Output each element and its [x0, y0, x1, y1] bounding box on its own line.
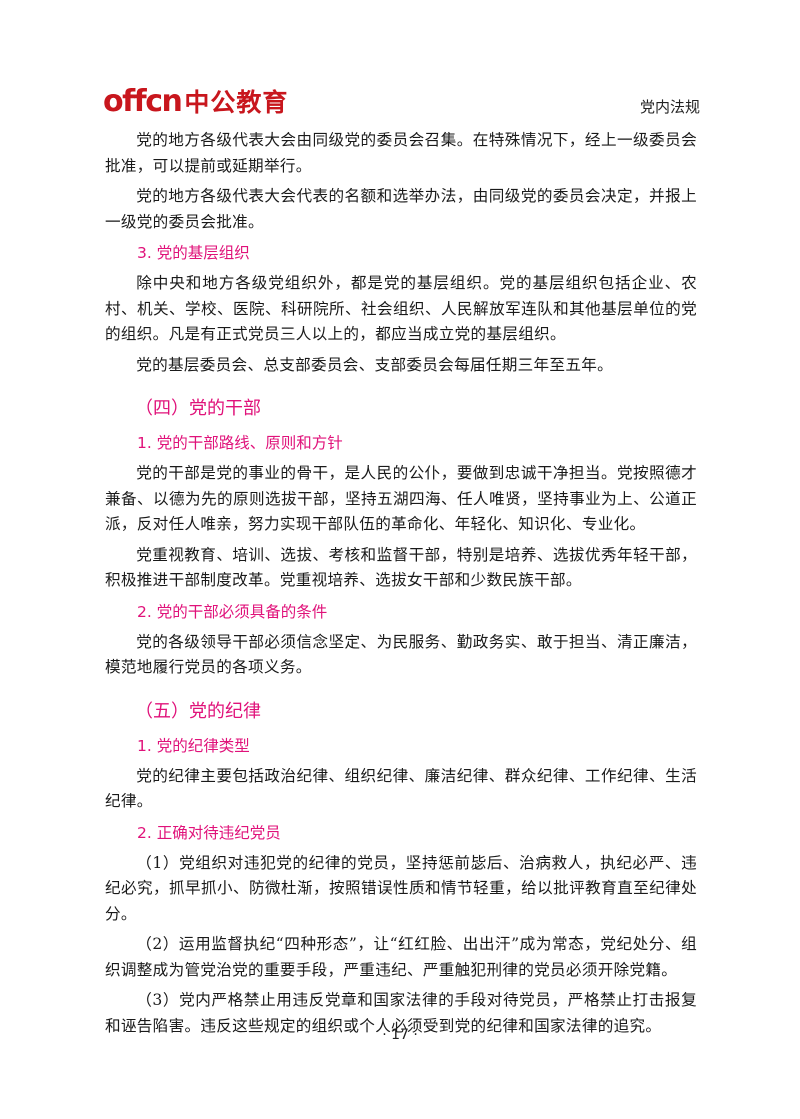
- paragraph: 党的各级领导干部必须信念坚定、为民服务、勤政务实、敢于担当、清正廉洁，模范地履行…: [105, 632, 697, 677]
- logo-chinese-text: 中公教育: [184, 88, 289, 117]
- subheading-violating-members: 2. 正确对待违纪党员: [137, 823, 281, 842]
- section-heading-cadres: （四）党的干部: [135, 398, 261, 419]
- section-title: 党内法规: [639, 98, 700, 116]
- paragraph: 党重视教育、培训、选拔、考核和监督干部，特别是培养、选拔优秀年轻干部，积极推进干…: [105, 545, 697, 590]
- section-heading-discipline: （五）党的纪律: [135, 700, 261, 722]
- paragraph: 党的纪律主要包括政治纪律、组织纪律、廉洁纪律、群众纪律、工作纪律、生活纪律。: [105, 766, 697, 811]
- subheading-cadre-conditions: 2. 党的干部必须具备的条件: [137, 602, 328, 621]
- paragraph: （3）党内严格禁止用违反党章和国家法律的手段对待党员，严格禁止打击报复和诬告陷害…: [105, 991, 697, 1035]
- paragraph: 除中央和地方各级党组织外，都是党的基层组织。党的基层组织包括企业、农村、机关、学…: [105, 274, 697, 343]
- subheading-basic-organization: 3. 党的基层组织: [137, 244, 250, 262]
- page-number: · 17 ·: [382, 1027, 418, 1043]
- subheading-cadre-line: 1. 党的干部路线、原则和方针: [137, 434, 343, 452]
- paragraph: （1）党组织对违犯党的纪律的党员，坚持惩前毖后、治病救人，执纪必严、违纪必究，抓…: [105, 853, 697, 923]
- paragraph: （2）运用监督执纪“四种形态”，让“红红脸、出出汗”成为常态，党纪处分、组织调整…: [105, 935, 697, 979]
- paragraph: 党的基层委员会、总支部委员会、支部委员会每届任期三年至五年。: [136, 355, 614, 374]
- page-content: 党的地方各级代表大会由同级党的委员会召集。在特殊情况下，经上一级委员会批准，可以…: [105, 128, 697, 1039]
- logo-latin-text: offcn: [103, 84, 183, 119]
- subheading-discipline-types: 1. 党的纪律类型: [137, 736, 250, 755]
- paragraph: 党的地方各级代表大会代表的名额和选举办法，由同级党的委员会决定，并报上一级党的委…: [105, 187, 697, 231]
- paragraph: 党的地方各级代表大会由同级党的委员会召集。在特殊情况下，经上一级委员会批准，可以…: [105, 131, 697, 175]
- page-header: offcn 中公教育 党内法规: [100, 86, 700, 120]
- offcn-logo: offcn 中公教育: [103, 86, 288, 119]
- paragraph: 党的干部是党的事业的骨干，是人民的公仆，要做到忠诚干净担当。党按照德才兼备、以德…: [105, 464, 697, 533]
